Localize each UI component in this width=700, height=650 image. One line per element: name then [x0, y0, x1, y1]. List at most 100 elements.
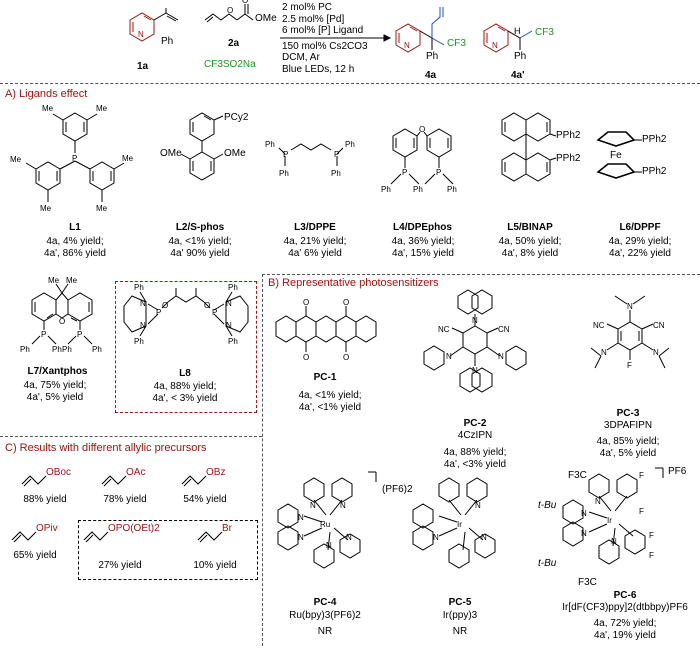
ligand-l5-yield-4a: 4a, 50% yield; — [498, 236, 562, 247]
ligand-l5-pph2-bottom: PPh2 — [556, 153, 581, 164]
svg-text:F: F — [639, 507, 644, 516]
ligand-l6-yield-4ap: 4a', 22% yield — [609, 248, 671, 259]
svg-text:O: O — [162, 301, 168, 310]
ligand-l2-ome-right: OMe — [224, 148, 246, 159]
ligand-l7-name: L7/Xantphos — [27, 366, 88, 377]
ligand-l1-yield-4a: 4a, 4% yield; — [46, 236, 104, 247]
svg-text:N: N — [595, 497, 601, 506]
ligand-l6-pph2-bottom: PPh2 — [642, 166, 667, 177]
pc6-tbu-top: t-Bu — [538, 500, 557, 511]
ligand-l2-ome-left: OMe — [160, 148, 182, 159]
product-4a-structure: N — [395, 7, 445, 53]
svg-text:Ph: Ph — [279, 169, 289, 178]
ligand-l6-name: L6/DPPF — [619, 222, 661, 233]
svg-text:N: N — [475, 501, 481, 510]
svg-text:N: N — [138, 30, 144, 39]
reactant-2a-label: 2a — [228, 38, 240, 49]
svg-text:F: F — [627, 361, 632, 370]
reaction-arrow — [280, 34, 392, 42]
svg-text:N: N — [581, 529, 587, 538]
svg-text:N: N — [581, 509, 587, 518]
pc4-counterion: (PF6)2 — [382, 484, 413, 495]
svg-text:Ru: Ru — [320, 520, 330, 529]
pc3-sub: 3DPAFIPN — [603, 420, 653, 431]
svg-text:Ph: Ph — [265, 140, 275, 149]
product-4a-prime-cf3: CF3 — [535, 27, 554, 38]
pc2-yield-4a: 4a, 88% yield; — [443, 447, 507, 458]
svg-text:P: P — [334, 150, 339, 159]
pc6-counterion: PF6 — [668, 466, 687, 477]
ligand-l2-yield-4a: 4a, <1% yield; — [168, 236, 232, 247]
svg-text:Ph: Ph — [20, 345, 30, 354]
svg-text:Ph: Ph — [447, 185, 457, 194]
svg-text:P: P — [41, 330, 46, 339]
svg-text:N: N — [472, 316, 478, 325]
allyl-skeleton-1 — [21, 475, 47, 487]
precursor-6-yield: 10% yield — [193, 560, 237, 571]
svg-text:P: P — [212, 308, 217, 317]
pc4-sub: Ru(bpy)3(PF6)2 — [289, 610, 361, 621]
ligand-l4-yield-4a: 4a, 36% yield; — [391, 236, 455, 247]
svg-text:Ir: Ir — [457, 520, 462, 529]
ligand-l4-name: L4/DPEphos — [393, 222, 452, 233]
ligand-l8-name: L8 — [179, 368, 191, 379]
ligand-l1-name: L1 — [69, 222, 81, 233]
pc3-name: PC-3 — [616, 408, 640, 419]
pc6-tbu-bottom: t-Bu — [538, 558, 557, 569]
svg-text:Me: Me — [42, 104, 54, 113]
svg-text:P: P — [402, 168, 407, 177]
pc6-sub: Ir[dF(CF3)ppy]2(dtbbpy)PF6 — [562, 602, 688, 613]
reagent-cf3so2na: CF3SO2Na — [204, 59, 256, 70]
svg-text:N: N — [404, 41, 410, 50]
divider-left-c — [0, 436, 262, 437]
svg-text:Ph: Ph — [62, 345, 72, 354]
pc1-yield-4ap: 4a', <1% yield — [298, 402, 362, 413]
svg-text:N: N — [498, 352, 504, 361]
precursor-4-group: OPiv — [36, 523, 58, 534]
ligand-l2-name: L2/S-phos — [175, 222, 225, 233]
ligand-l7-yield-4a: 4a, 75% yield; — [23, 380, 87, 391]
precursor-2-yield: 78% yield — [103, 494, 147, 505]
svg-text:N: N — [472, 366, 478, 375]
svg-text:Ph: Ph — [52, 345, 62, 354]
allyl-skeleton-6 — [197, 531, 223, 543]
svg-text:Ph: Ph — [331, 169, 341, 178]
ligand-l2-pcy2: PCy2 — [224, 112, 249, 123]
svg-text:Ph: Ph — [134, 337, 144, 346]
pc5-sub: Ir(ppy)3 — [442, 610, 478, 621]
svg-text:Ph: Ph — [134, 283, 144, 292]
pc3-yield-4a: 4a, 85% yield; — [596, 436, 660, 447]
allyl-skeleton-3 — [181, 475, 207, 487]
product-4a-prime-h: H — [514, 26, 521, 36]
svg-text:Ph: Ph — [228, 337, 238, 346]
svg-text:CN: CN — [653, 321, 665, 330]
pc6-yield-4ap: 4a', 19% yield — [594, 630, 656, 641]
ligand-l8-highlight-box — [115, 281, 257, 413]
ligand-l7-yield-4ap: 4a', 5% yield — [26, 392, 84, 403]
section-b-title: B) Representative photosensitizers — [268, 277, 439, 289]
pc2-sub: 4CzIPN — [457, 430, 493, 441]
ligand-l2-yield-4ap: 4a' 90% yield — [170, 248, 230, 259]
reactant-1a-label: 1a — [137, 61, 149, 72]
pc5-name: PC-5 — [448, 597, 472, 608]
svg-text:N: N — [481, 533, 487, 542]
pc4-name: PC-4 — [313, 597, 337, 608]
ligand-l6-pph2-top: PPh2 — [642, 134, 667, 145]
svg-text:N: N — [346, 533, 352, 542]
product-4a-prime-label: 4a' — [511, 70, 525, 81]
pc2-yield-4ap: 4a', <3% yield — [443, 459, 507, 470]
svg-text:N: N — [298, 533, 304, 542]
svg-text:O: O — [227, 6, 233, 15]
svg-text:F: F — [649, 531, 654, 540]
condition-line: DCM, Ar — [282, 52, 320, 63]
pc6-name: PC-6 — [613, 590, 637, 601]
svg-text:N: N — [433, 533, 439, 542]
precursor-3-yield: 54% yield — [183, 494, 227, 505]
ligand-l5-name: L5/BINAP — [507, 222, 553, 233]
svg-text:N: N — [340, 501, 346, 510]
condition-line: 2.5 mol% [Pd] — [282, 13, 345, 25]
condition-line: Blue LEDs, 12 h — [282, 63, 355, 75]
ligand-l5-yield-4ap: 4a', 8% yield — [501, 248, 559, 259]
